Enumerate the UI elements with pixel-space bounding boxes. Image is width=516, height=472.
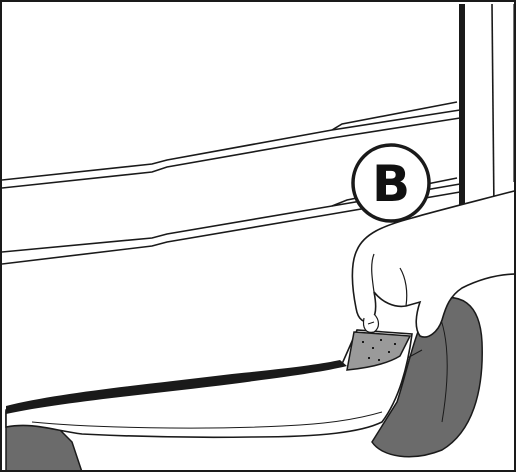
callout-b: B — [353, 145, 429, 221]
pillar-line — [492, 4, 494, 212]
body-short-line-1 — [332, 102, 457, 130]
door-pillar — [459, 4, 514, 212]
pillar-dark-edge — [459, 4, 465, 210]
callout-letter: B — [372, 155, 410, 213]
car-cover — [6, 330, 412, 437]
